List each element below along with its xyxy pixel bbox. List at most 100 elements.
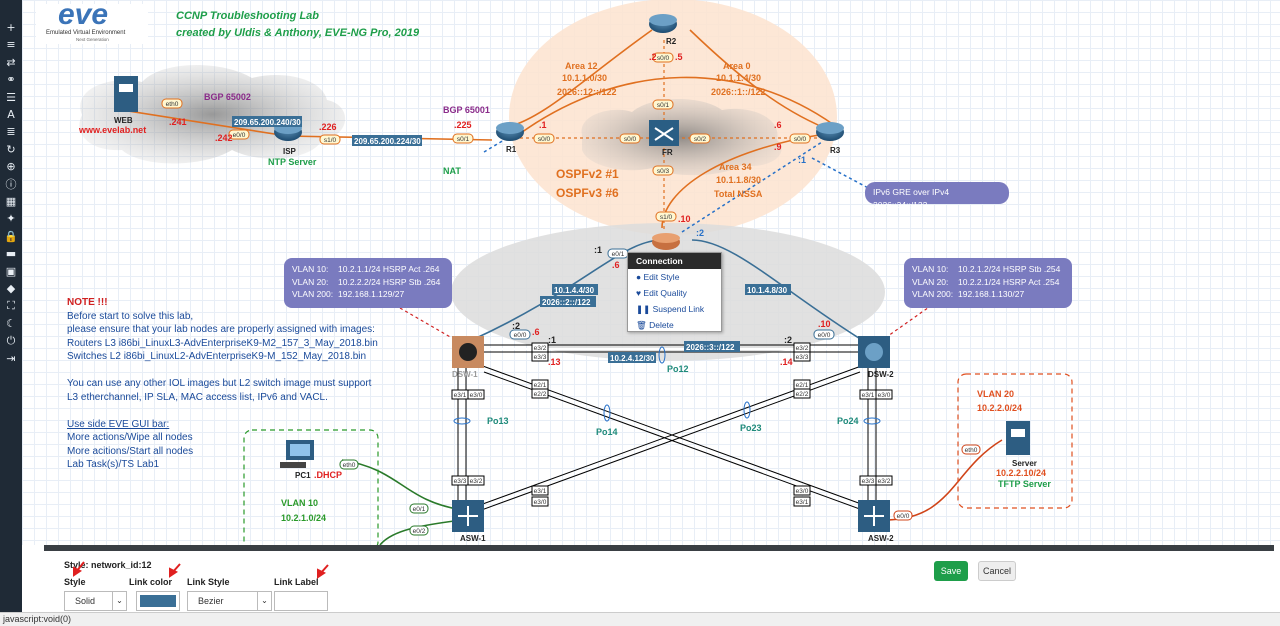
refresh-icon[interactable]: ↻ (6, 142, 16, 156)
po23-label: Po23 (740, 423, 762, 433)
nat-label: NAT (443, 166, 461, 176)
note-line: More acitions/Start all nodes (67, 445, 194, 457)
context-menu-title: Connection (628, 253, 721, 269)
connection-context-menu: Connection ● Edit Style ♥ Edit Quality ❚… (627, 252, 722, 332)
note-line: More actions/Wipe all nodes (67, 432, 193, 443)
note-line: You can use any other IOL images but L2 … (67, 378, 372, 389)
fullscreen-icon[interactable]: ⛶ (7, 299, 15, 313)
ip-r4-10: .10 (678, 214, 691, 224)
topology-canvas[interactable]: eve Emulated Virtual Environment Next Ge… (22, 0, 1280, 545)
gre-tunnel-label: IPv6 GRE over IPv4 2026::34::/122 (865, 182, 1009, 210)
ospfv2-label: OSPFv2 #1 (556, 167, 619, 181)
net-dsw1: 10.1.4.4/30 (554, 286, 595, 295)
note-line: Switches L2 i86bi_LinuxL2-AdvEnterpriseK… (67, 351, 367, 362)
port-asw2-e00: e0/0 (897, 513, 910, 520)
port-fr-s00: s0/0 (624, 136, 637, 143)
port-asw1-e30: e3/0 (534, 499, 547, 506)
port-r4-s10: s1/0 (660, 214, 673, 221)
bgp-65002-label: BGP 65002 (204, 92, 251, 102)
annotation-arrows (73, 561, 329, 579)
swap-icon[interactable]: ⇄ (6, 55, 16, 69)
area12-label: Area 12 (565, 61, 598, 71)
note-line: Use side EVE GUI bar: (67, 418, 170, 430)
link-label-label: Link Label (274, 577, 319, 587)
menu-item-edit-style[interactable]: ● Edit Style (636, 272, 680, 282)
vlan-row: VLAN 200:192.168.1.130/27 (912, 289, 1025, 299)
ip-r4-c1: :1 (594, 245, 602, 255)
note-line: Before start to solve this lab, (67, 310, 194, 322)
text-icon[interactable]: A (7, 108, 15, 121)
pause-icon: ❚❚ (636, 304, 651, 314)
link-style-select[interactable]: Bezier ⌄ (187, 591, 272, 611)
cancel-button[interactable]: Cancel (978, 561, 1016, 581)
note-line: Routers L3 i86bi_LinuxL3-AdvEnterpriseK9… (67, 337, 378, 349)
node-label-r2: R2 (666, 37, 677, 46)
port-asw2-e30: e3/0 (796, 488, 809, 495)
list-icon[interactable]: ☰ (6, 90, 16, 104)
router-r1-icon (496, 122, 524, 141)
port-fr-s03: s0/3 (657, 168, 670, 175)
ip-dsw1-c2: :2 (512, 321, 520, 331)
logo-subtitle: Emulated Virtual Environment (46, 30, 126, 36)
area0-v6: 2026::1::/122 (711, 87, 766, 97)
menu-item-edit-quality[interactable]: ♥ Edit Quality (636, 288, 687, 298)
ntp-server-label: NTP Server (268, 157, 317, 167)
dsw2-vlan-callout: VLAN 10:10.2.1.2/24 HSRP Stb .254 VLAN 2… (904, 258, 1072, 308)
dsw2-icon (858, 336, 890, 368)
link-icon[interactable]: ⚭ (6, 73, 16, 87)
style-select[interactable]: Solid ⌄ (64, 591, 127, 611)
net-dsw2: 10.1.4.8/30 (747, 286, 788, 295)
note-spacer (67, 364, 378, 378)
chevron-down-icon: ⌄ (257, 592, 271, 610)
status-text: javascript:void(0) (3, 614, 72, 624)
vlan-row: VLAN 20:10.2.2.1/24 HSRP Act .254 (912, 276, 1060, 287)
ip-dsw2-c2: :2 (784, 335, 792, 345)
ip-r4-6: .6 (612, 260, 620, 270)
port-dsw1-e22: e2/2 (534, 391, 547, 398)
picture-icon[interactable]: ▣ (5, 264, 17, 278)
pc1-icon (280, 440, 314, 468)
zoom-icon[interactable]: ⊕ (6, 160, 16, 174)
port-server-eth0: eth0 (965, 447, 978, 454)
comment-icon[interactable]: ▬ (5, 247, 17, 261)
net-po12: 10.2.4.12/30 (610, 354, 655, 363)
link-label-input[interactable] (274, 591, 328, 611)
stack-icon[interactable]: ≡ (6, 38, 16, 52)
node-label-dsw2: DSW-2 (868, 370, 894, 379)
ip-r2-2: .2 (649, 52, 657, 62)
server-ip: 10.2.2.10/24 (996, 468, 1046, 478)
lock-icon[interactable]: 🔒 (4, 229, 18, 243)
menu-item-suspend-link[interactable]: ❚❚ Suspend Link (636, 304, 705, 314)
area34-type: Total NSSA (714, 189, 763, 199)
ip-242: .242 (215, 133, 233, 143)
logout-icon[interactable]: ⇥ (6, 351, 16, 365)
save-button[interactable]: Save (934, 561, 968, 581)
moon-icon[interactable]: ☾ (6, 316, 16, 330)
droplet-icon: ● (636, 272, 642, 282)
net-po12-v6: 2026::3::/122 (686, 343, 735, 352)
add-icon[interactable]: + (6, 21, 16, 34)
vlan10-frame (243, 429, 379, 545)
menu-item-delete[interactable]: 🗑 Delete (636, 320, 674, 330)
po24-label: Po24 (837, 416, 859, 426)
table-icon[interactable]: ▦ (5, 195, 17, 208)
info-icon[interactable]: ⓘ (5, 177, 17, 191)
node-label-r1: R1 (506, 145, 517, 154)
power-icon[interactable]: ⏻ (6, 334, 16, 348)
tftp-server-icon (1006, 421, 1030, 455)
evelab-link: www.evelab.net (78, 125, 146, 135)
vlan20-net: 10.2.2.0/24 (977, 403, 1022, 413)
tag-icon[interactable]: ◆ (6, 282, 16, 295)
layers-icon[interactable]: ≣ (6, 125, 16, 139)
lab-note: NOTE !!! Before start to solve this lab,… (67, 296, 378, 472)
link-style-label: Link Style (187, 577, 230, 587)
link-color-picker[interactable] (136, 591, 180, 611)
port-asw1-e32: e3/2 (470, 478, 483, 485)
port-asw2-e32: e3/2 (878, 478, 891, 485)
graduation-icon[interactable]: ✦ (6, 212, 16, 226)
asw1-icon (452, 500, 484, 532)
port-dsw1-e33: e3/3 (534, 354, 547, 361)
port-asw1-e02: e0/2 (413, 528, 426, 535)
port-web-eth0: eth0 (166, 101, 179, 108)
node-label-server: Server (1012, 459, 1037, 468)
